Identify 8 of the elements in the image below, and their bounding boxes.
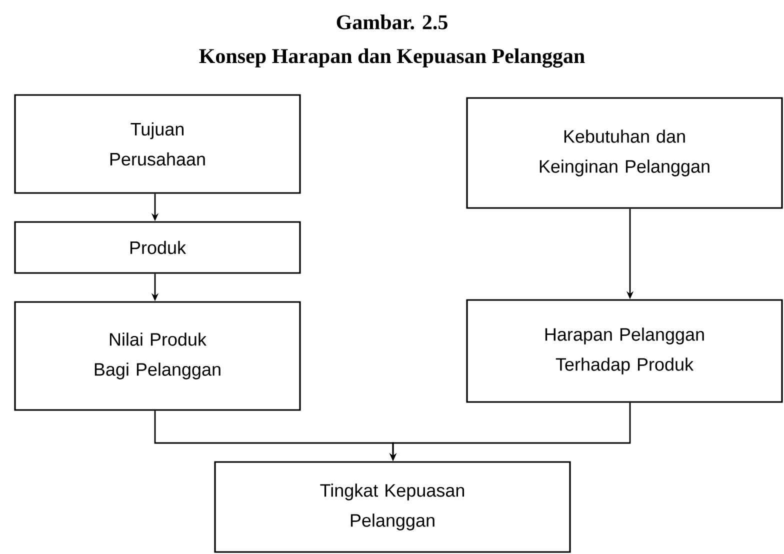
figure-caption: Konsep Harapan dan Kepuasan Pelanggan — [199, 48, 585, 68]
process-box: Harapan Pelanggan Terhadap Produk — [466, 299, 783, 403]
process-box: Kebutuhan dan Keinginan Pelanggan — [466, 97, 783, 209]
process-box: Tingkat Kepuasan Pelanggan — [214, 461, 571, 553]
figure-title: Gambar. 2.5 — [336, 14, 448, 30]
process-box: Produk — [14, 221, 301, 274]
process-box: Nilai Produk Bagi Pelanggan — [14, 301, 301, 411]
process-box: Tujuan Perusahaan — [14, 94, 301, 194]
